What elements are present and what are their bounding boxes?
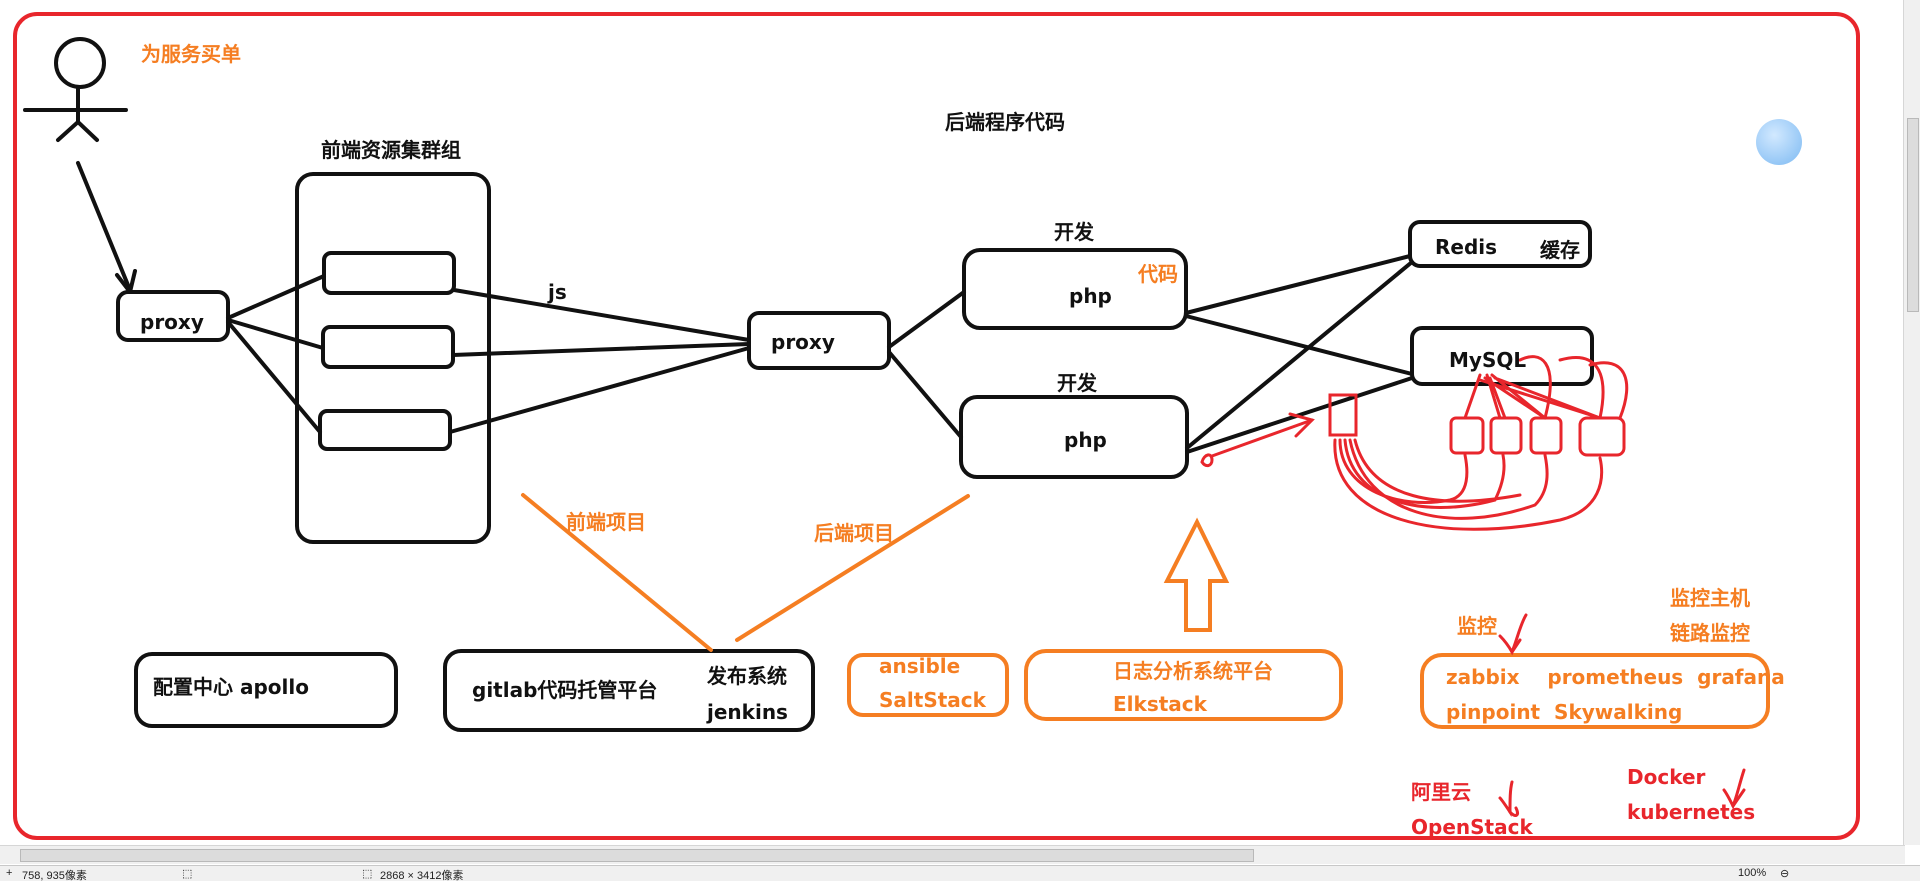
db-replica-2 (1489, 416, 1523, 455)
monitor-label: 监控 (1457, 614, 1497, 638)
monitor-tools-line-2: pinpoint Skywalking (1446, 700, 1683, 724)
user-stick-figure (23, 37, 128, 142)
config-center-label: 配置中心 apollo (153, 675, 309, 699)
black-boxes (116, 172, 1594, 732)
image-size-icon: ⬚ (362, 868, 373, 880)
horizontal-scrollbar[interactable] (0, 845, 1905, 864)
proxy-left-label: proxy (140, 310, 204, 334)
dev-bottom-label: 开发 (1057, 371, 1097, 395)
vertical-scrollbar[interactable] (1903, 0, 1920, 845)
cluster-node-2 (321, 325, 455, 369)
frontend-project-label: 前端项目 (566, 510, 646, 534)
code-label: 代码 (1138, 262, 1178, 286)
zoom-out-button[interactable]: ⊖ (1780, 868, 1790, 880)
zoom-level: 100% (1738, 867, 1767, 879)
ansible-label: ansible (879, 654, 961, 678)
red-small-box (1328, 393, 1358, 437)
saltstack-label: SaltStack (879, 688, 986, 712)
js-label: js (548, 280, 567, 304)
log-platform-box (1024, 649, 1343, 721)
diagram-drawing (13, 12, 1860, 840)
openstack-label: OpenStack (1411, 815, 1533, 839)
cluster-node-1 (322, 251, 456, 295)
gitlab-jenkins-box (443, 649, 815, 732)
monitor-tools-box (1420, 653, 1770, 729)
redis-box (1408, 220, 1592, 268)
proxy-mid-label: proxy (771, 330, 835, 354)
db-replica-3 (1529, 416, 1563, 455)
vertical-scroll-thumb[interactable] (1907, 118, 1919, 312)
trace-monitor-label: 链路监控 (1670, 621, 1750, 645)
cursor-icon: + (6, 867, 13, 879)
orange-strokes (521, 493, 1770, 729)
image-size: 2868 × 3412像素 (380, 870, 464, 882)
selection-icon: ⬚ (182, 868, 193, 880)
redis-label: Redis (1435, 235, 1498, 259)
config-center-box (134, 652, 398, 728)
viewer-float-button[interactable] (1756, 119, 1802, 165)
mysql-label: MySQL (1449, 348, 1527, 372)
php-top-box (962, 248, 1188, 330)
release-system-label: 发布系统 (707, 664, 787, 688)
cursor-position: 758, 935像素 (22, 870, 87, 882)
elkstack-label: Elkstack (1113, 692, 1207, 716)
php-top-label: php (1069, 284, 1112, 308)
db-replica-4 (1578, 416, 1626, 457)
up-arrow (1163, 517, 1230, 632)
log-platform-label: 日志分析系统平台 (1113, 659, 1273, 683)
frontend-cluster-title: 前端资源集群组 (321, 138, 461, 162)
gitlab-label: gitlab代码托管平台 (472, 678, 658, 702)
cache-label: 缓存 (1540, 238, 1580, 262)
user-to-proxy-arrow (76, 161, 137, 297)
db-replica-1 (1449, 416, 1485, 455)
diagram-canvas: 为服务买单 后端程序代码 前端资源集群组 proxy js proxy 开发 代… (13, 12, 1860, 840)
horizontal-scroll-thumb[interactable] (20, 849, 1254, 862)
docker-label: Docker (1627, 765, 1706, 789)
ansible-box (847, 653, 1009, 717)
status-bar: + 758, 935像素 ⬚ ⬚ 2868 × 3412像素 100% ⊖ (0, 865, 1920, 882)
connection-lines (226, 254, 1414, 454)
aliyun-label: 阿里云 (1411, 780, 1471, 804)
dev-top-label: 开发 (1054, 220, 1094, 244)
monitor-tools-line-1: zabbix prometheus grafana (1446, 665, 1785, 689)
kubernetes-label: kubernetes (1627, 800, 1756, 824)
php-bottom-label: php (1064, 428, 1107, 452)
red-scribbles (1200, 355, 1746, 817)
cluster-node-3 (318, 409, 452, 451)
outer-frame (13, 12, 1860, 840)
host-monitor-label: 监控主机 (1670, 586, 1750, 610)
buy-for-service-label: 为服务买单 (141, 42, 241, 66)
backend-project-label: 后端项目 (814, 521, 894, 545)
backend-code-title: 后端程序代码 (945, 110, 1065, 134)
jenkins-label: jenkins (707, 700, 788, 724)
